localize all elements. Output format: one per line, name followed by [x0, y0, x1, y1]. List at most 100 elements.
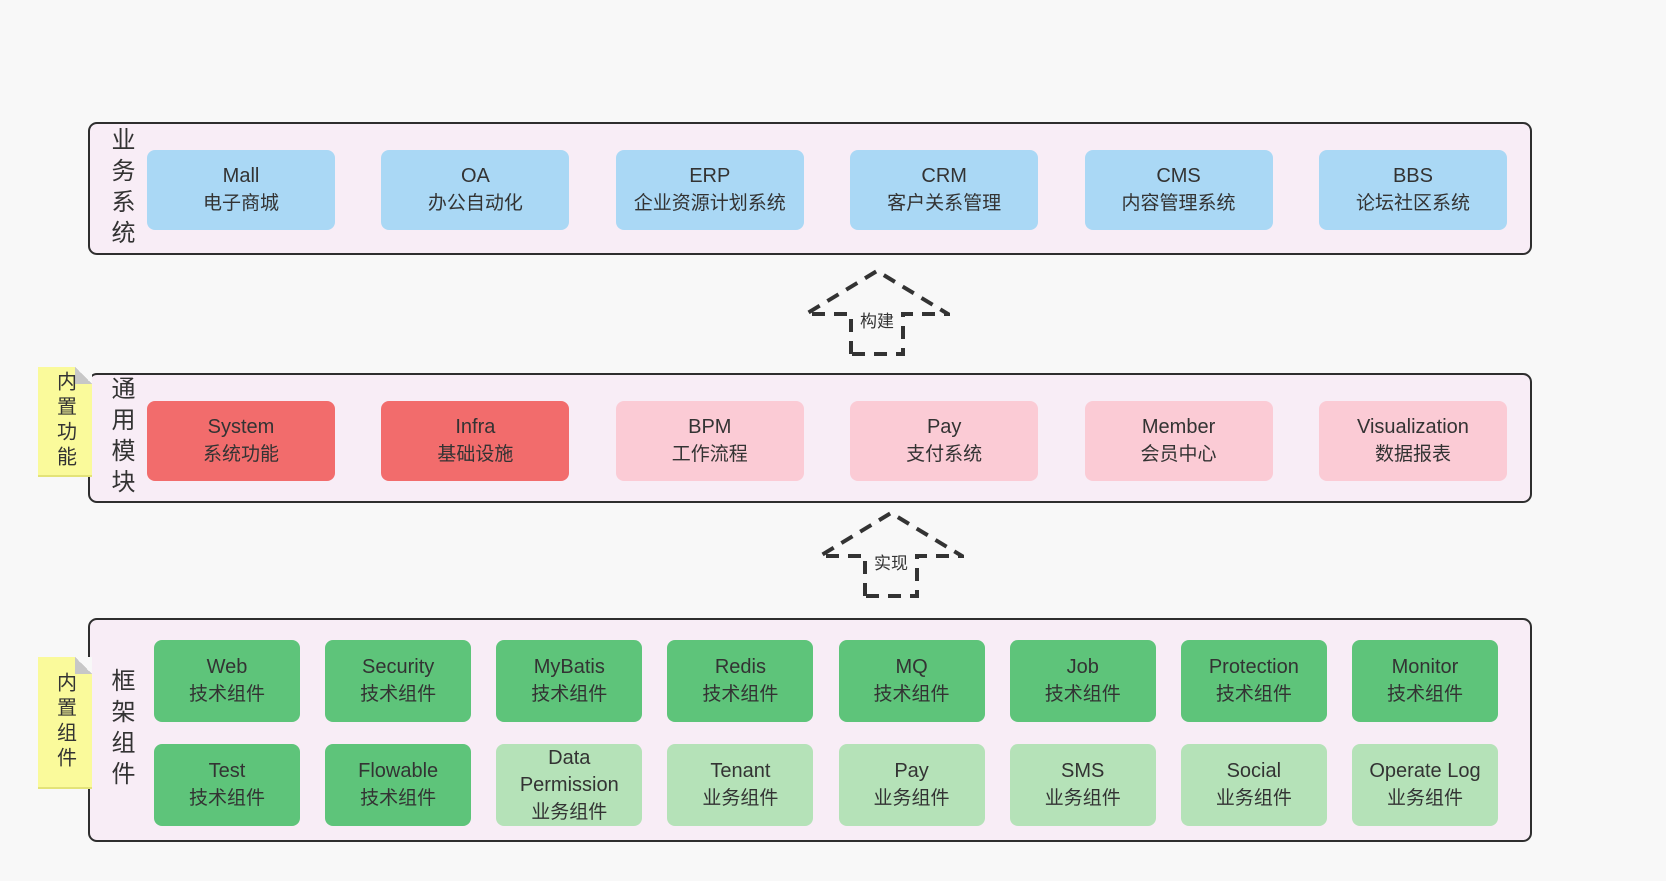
box-subtitle: 技术组件: [188, 788, 265, 809]
box-subtitle: 会员中心: [1140, 444, 1217, 465]
sticky-built-in-features: 内置功能: [38, 367, 92, 477]
box-title: ERP: [689, 165, 731, 187]
box-title: Monitor: [1391, 656, 1459, 678]
box-subtitle: 电子商城: [202, 193, 279, 214]
sticky-label: 内置功能: [53, 371, 76, 471]
box-subtitle: 内容管理系统: [1121, 193, 1236, 214]
implement-arrow-label: 实现: [874, 554, 908, 573]
box-subtitle: 业务组件: [1386, 788, 1463, 809]
box-redis: Redis 技术组件: [667, 640, 814, 722]
box-subtitle: 业务组件: [1044, 788, 1121, 809]
box-erp: ERP 企业资源计划系统: [615, 150, 804, 230]
box-subtitle: 业务组件: [1215, 788, 1292, 809]
box-flowable: Flowable 技术组件: [325, 744, 472, 826]
box-job: Job 技术组件: [1009, 640, 1156, 722]
box-security: Security 技术组件: [325, 640, 472, 722]
box-title: Pay: [894, 760, 929, 782]
box-subtitle: 工作流程: [671, 444, 748, 465]
box-title: Visualization: [1356, 416, 1469, 438]
box-social: Social 业务组件: [1180, 744, 1327, 826]
box-title: MQ: [895, 656, 928, 678]
sticky-built-in-components: 内置组件: [38, 657, 92, 789]
implement-up-arrow-icon: 实现: [818, 508, 964, 600]
band-components-label: 框架组件: [107, 668, 134, 792]
box-title: Data Permission: [519, 746, 619, 796]
box-subtitle: 技术组件: [873, 684, 950, 705]
box-subtitle: 客户关系管理: [887, 193, 1002, 214]
box-title: Pay: [926, 416, 962, 438]
box-cms: CMS 内容管理系统: [1084, 150, 1273, 230]
box-title: MyBatis: [533, 656, 605, 678]
box-mall: Mall 电子商城: [147, 150, 335, 230]
box-monitor: Monitor 技术组件: [1351, 640, 1498, 722]
box-title: Test: [208, 760, 246, 782]
box-title: Social: [1226, 760, 1282, 782]
band-framework-components: 框架组件 Web 技术组件 Security 技术组件 MyBatis 技术组件…: [88, 618, 1532, 842]
box-pay-component: Pay 业务组件: [838, 744, 985, 826]
components-box-row-1: Web 技术组件 Security 技术组件 MyBatis 技术组件 Redi…: [154, 640, 1498, 722]
box-oa: OA 办公自动化: [381, 150, 570, 230]
band-common-modules: 通用模块 System 系统功能 Infra 基础设施 BPM 工作流程 Pay…: [88, 373, 1532, 503]
box-member: Member 会员中心: [1084, 401, 1273, 481]
box-operate-log: Operate Log 业务组件: [1351, 744, 1498, 826]
box-test: Test 技术组件: [154, 744, 300, 826]
box-subtitle: 业务组件: [702, 788, 779, 809]
box-subtitle: 基础设施: [437, 444, 514, 465]
box-tenant: Tenant 业务组件: [667, 744, 814, 826]
box-subtitle: 技术组件: [702, 684, 779, 705]
sticky-label: 内置组件: [53, 672, 76, 772]
box-subtitle: 办公自动化: [427, 193, 523, 214]
box-data-permission: Data Permission 业务组件: [496, 744, 643, 826]
box-protection: Protection 技术组件: [1180, 640, 1327, 722]
box-web: Web 技术组件: [154, 640, 300, 722]
box-mybatis: MyBatis 技术组件: [496, 640, 643, 722]
box-title: Operate Log: [1369, 760, 1481, 782]
build-arrow-label: 构建: [860, 312, 894, 331]
box-title: Member: [1141, 416, 1216, 438]
box-title: Infra: [455, 416, 496, 438]
box-subtitle: 技术组件: [360, 684, 437, 705]
box-subtitle: 技术组件: [1386, 684, 1463, 705]
box-system: System 系统功能: [147, 401, 335, 481]
band-modules-label: 通用模块: [107, 376, 134, 500]
box-bpm: BPM 工作流程: [615, 401, 804, 481]
box-title: System: [207, 416, 275, 438]
box-subtitle: 数据报表: [1374, 444, 1451, 465]
business-box-row: Mall 电子商城 OA 办公自动化 ERP 企业资源计划系统 CRM 客户关系…: [147, 150, 1507, 230]
band-business-systems: 业务系统 Mall 电子商城 OA 办公自动化 ERP 企业资源计划系统 CRM…: [88, 122, 1532, 255]
box-mq: MQ 技术组件: [838, 640, 985, 722]
box-subtitle: 支付系统: [906, 444, 983, 465]
box-bbs: BBS 论坛社区系统: [1318, 150, 1507, 230]
box-title: Web: [206, 656, 248, 678]
box-title: OA: [460, 165, 490, 187]
components-box-row-2: Test 技术组件 Flowable 技术组件 Data Permission …: [154, 744, 1498, 826]
box-title: SMS: [1061, 760, 1105, 782]
sticky-fold-icon: [75, 657, 92, 674]
box-subtitle: 技术组件: [531, 684, 608, 705]
box-title: Flowable: [358, 760, 439, 782]
box-infra: Infra 基础设施: [381, 401, 570, 481]
box-title: Security: [362, 656, 435, 678]
box-title: CMS: [1156, 165, 1201, 187]
box-subtitle: 业务组件: [873, 788, 950, 809]
box-subtitle: 系统功能: [202, 444, 279, 465]
box-title: BBS: [1392, 165, 1433, 187]
box-subtitle: 企业资源计划系统: [633, 193, 786, 214]
box-title: Job: [1066, 656, 1099, 678]
box-subtitle: 技术组件: [1044, 684, 1121, 705]
box-subtitle: 论坛社区系统: [1355, 193, 1470, 214]
box-crm: CRM 客户关系管理: [850, 150, 1039, 230]
box-title: Mall: [222, 165, 260, 187]
box-subtitle: 业务组件: [531, 801, 608, 823]
box-title: Tenant: [710, 760, 771, 782]
box-subtitle: 技术组件: [188, 684, 265, 705]
box-title: Redis: [714, 656, 766, 678]
band-business-label: 业务系统: [107, 126, 134, 251]
box-title: Protection: [1208, 656, 1299, 678]
box-pay-system: Pay 支付系统: [850, 401, 1039, 481]
box-sms: SMS 业务组件: [1009, 744, 1156, 826]
box-subtitle: 技术组件: [360, 788, 437, 809]
box-visualization: Visualization 数据报表: [1318, 401, 1507, 481]
modules-box-row: System 系统功能 Infra 基础设施 BPM 工作流程 Pay 支付系统…: [147, 401, 1507, 481]
